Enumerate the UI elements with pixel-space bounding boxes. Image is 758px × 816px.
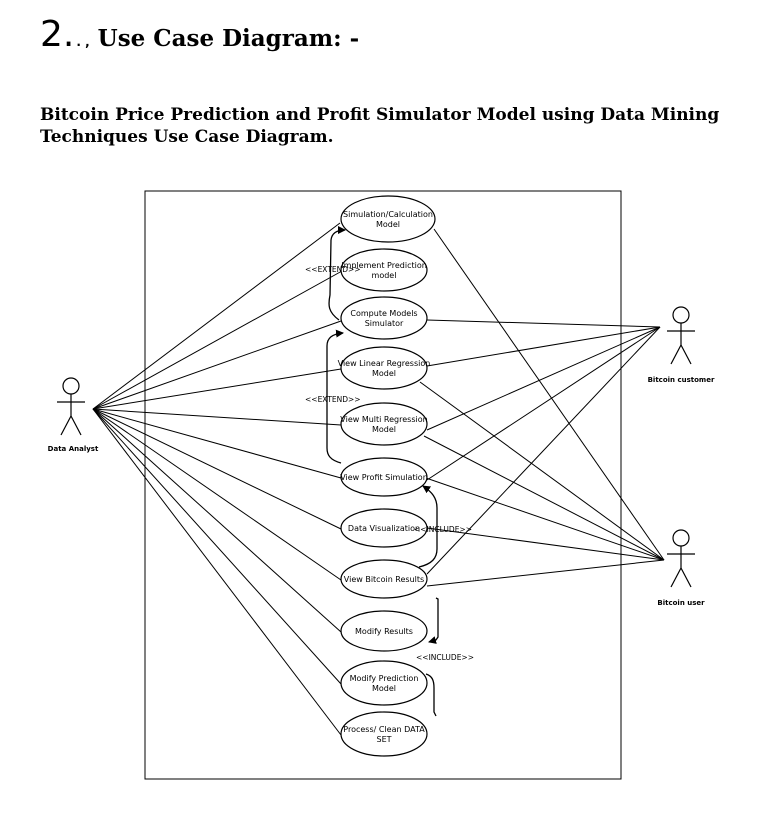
use-case-linear-label: View Linear Regression — [338, 359, 431, 368]
actor-customer: Bitcoin customer — [648, 306, 715, 384]
association-analyst-linear — [92, 368, 342, 410]
use-case-process-ellipse — [340, 711, 428, 757]
association-analyst-modify-results — [92, 408, 342, 633]
use-case-implement-ellipse — [340, 248, 428, 292]
use-case-simulation-ellipse — [340, 195, 436, 243]
include-bottom-lower-path — [425, 673, 437, 717]
association-user-linear — [419, 381, 665, 561]
use-case-compute-ellipse — [340, 296, 428, 340]
use-case-results-ellipse — [340, 559, 428, 599]
use-case-profit-ellipse — [340, 457, 428, 497]
use-case-multi-label: Model — [372, 425, 396, 434]
association-analyst-simulation — [92, 222, 341, 410]
association-lines — [92, 222, 665, 736]
section-number: 2. — [40, 14, 75, 55]
include-mid-path — [418, 485, 438, 568]
association-analyst-profit — [92, 408, 342, 479]
association-analyst-results — [92, 408, 342, 581]
use-case-modify-prediction-label: Modify Prediction — [350, 674, 419, 683]
use-case-visualization-ellipse — [340, 508, 428, 548]
association-user-visualization — [426, 527, 665, 561]
use-case-simulation-label: Simulation/Calculation — [343, 210, 433, 219]
use-case-multi-ellipse — [340, 402, 428, 446]
diagram-caption: Bitcoin Price Prediction and Profit Simu… — [40, 105, 720, 147]
association-customer-linear — [426, 326, 661, 367]
actor-analyst-label: Data Analyst — [48, 445, 99, 453]
use-case-compute-label: Simulator — [365, 319, 404, 328]
actor-user-head — [672, 529, 690, 547]
actor-user-label: Bitcoin user — [657, 599, 705, 607]
association-user-simulation — [433, 228, 665, 561]
actor-customer-head — [672, 306, 690, 324]
heading-dots: . , — [76, 35, 90, 49]
actor-customer-left-leg — [670, 344, 682, 365]
actor-user-right-leg — [680, 567, 692, 588]
association-customer-results — [426, 326, 661, 575]
section-title: Use Case Diagram: - — [97, 25, 360, 52]
actor-user: Bitcoin user — [657, 529, 705, 607]
relationship-label-include-bottom: <<INCLUDE>> — [416, 653, 474, 662]
use-case-compute-label: Compute Models — [350, 309, 417, 318]
use-case-visualization: Data Visualization — [340, 508, 428, 548]
association-user-profit — [425, 477, 665, 561]
use-case-multi-label: View Multi Regression — [340, 415, 427, 424]
actor-customer-label: Bitcoin customer — [648, 376, 715, 384]
use-case-linear-label: Model — [372, 369, 396, 378]
association-user-multi — [423, 435, 665, 561]
relationship-label-include-mid: <<INCLUDE>> — [414, 525, 472, 534]
use-case-modify-prediction-ellipse — [340, 660, 428, 706]
association-analyst-compute — [92, 320, 342, 410]
association-customer-compute — [426, 319, 661, 328]
include-bottom-upper-path — [428, 597, 439, 644]
association-analyst-modify-prediction — [92, 408, 342, 685]
use-case-profit: View Profit Simulation — [340, 457, 428, 497]
association-analyst-multi — [92, 408, 342, 426]
use-case-modify-results: Modify Results — [340, 610, 428, 652]
association-analyst-process — [92, 408, 342, 736]
relationship-labels: <<EXTEND>> <<EXTEND>> <<INCLUDE>> <<INCLUDE… — [305, 265, 474, 662]
relationship-lines — [326, 226, 439, 717]
actor-customer-right-leg — [680, 344, 692, 365]
use-case-simulation-label: Model — [376, 220, 400, 229]
relationship-label-extend-top: <<EXTEND>> — [305, 265, 361, 274]
use-case-results-label: View Bitcoin Results — [344, 575, 424, 584]
relationship-label-extend-mid: <<EXTEND>> — [305, 395, 361, 404]
actor-analyst-head — [62, 377, 80, 395]
section-heading: 2. . , Use Case Diagram: - — [40, 14, 359, 55]
use-case-results: View Bitcoin Results — [340, 559, 428, 599]
extend-mid-path — [326, 329, 344, 464]
actor-user-left-leg — [670, 567, 682, 588]
use-case-modify-results-ellipse — [340, 610, 428, 652]
use-case-implement-label: Implement Prediction — [341, 261, 427, 270]
actor-analyst: Data Analyst — [48, 377, 99, 453]
association-analyst-implement — [92, 270, 343, 410]
association-customer-profit — [426, 326, 661, 481]
association-analyst-visualization — [92, 408, 342, 530]
association-user-results — [426, 559, 665, 587]
system-boundary — [144, 190, 622, 780]
actor-analyst-left-leg — [60, 415, 72, 436]
use-case-modify-prediction-label: Model — [372, 684, 396, 693]
use-case-linear-ellipse — [340, 346, 428, 390]
use-case-process-label: Process/ Clean DATA — [343, 725, 425, 734]
association-customer-multi — [426, 326, 661, 431]
use-case-implement-label: model — [372, 271, 397, 280]
actor-analyst-right-leg — [70, 415, 82, 436]
use-case-visualization-label: Data Visualization — [348, 524, 420, 533]
use-case-modify-results-label: Modify Results — [355, 627, 413, 636]
use-case-profit-label: View Profit Simulation — [340, 473, 428, 482]
use-case-process-label: SET — [376, 735, 391, 744]
extend-top-path — [328, 226, 346, 321]
